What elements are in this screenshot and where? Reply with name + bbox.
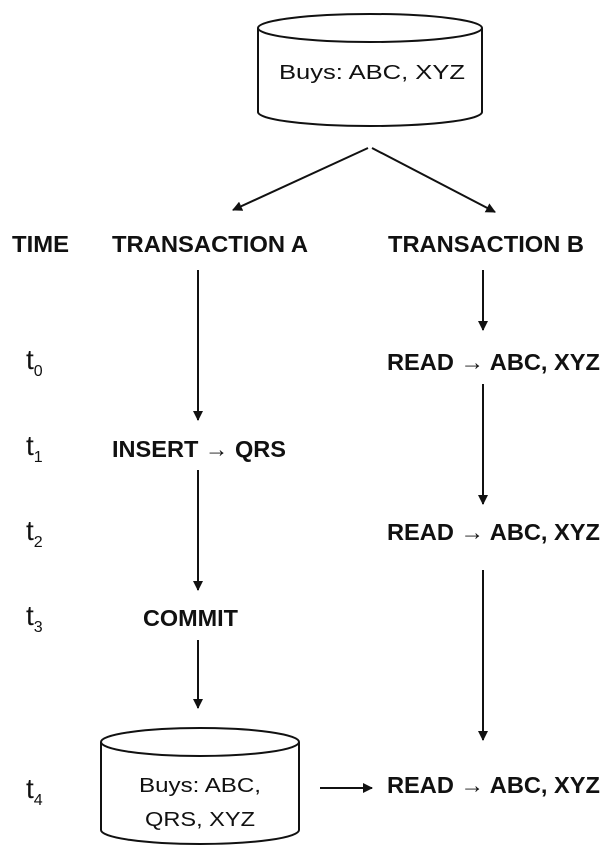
time-label-t4: t4 xyxy=(26,773,43,809)
transaction-b-read-t2: READ → ABC, XYZ xyxy=(387,519,600,545)
header-transaction-a: TRANSACTION A xyxy=(112,231,308,257)
arrow-db-to-b xyxy=(371,147,496,213)
header-transaction-b: TRANSACTION B xyxy=(388,231,584,257)
time-label-t3: t3 xyxy=(26,600,43,636)
database-top-icon xyxy=(257,13,483,127)
transaction-b-read-t4: READ → ABC, XYZ xyxy=(387,772,600,798)
time-label-t0: t0 xyxy=(26,344,43,380)
time-label-t2: t2 xyxy=(26,515,43,551)
time-label-t1: t1 xyxy=(26,430,43,466)
transaction-b-read-t0: READ → ABC, XYZ xyxy=(387,349,600,375)
transaction-a-insert: INSERT → QRS xyxy=(112,436,286,462)
database-bottom-label-line1: Buys: ABC, xyxy=(139,775,261,797)
database-bottom-label-line2: QRS, XYZ xyxy=(145,809,255,831)
arrow-db-to-a xyxy=(232,147,369,211)
database-bottom-icon xyxy=(100,727,300,845)
transaction-a-commit: COMMIT xyxy=(143,605,238,631)
database-top-label: Buys: ABC, XYZ xyxy=(279,62,465,84)
header-time: TIME xyxy=(12,231,69,257)
